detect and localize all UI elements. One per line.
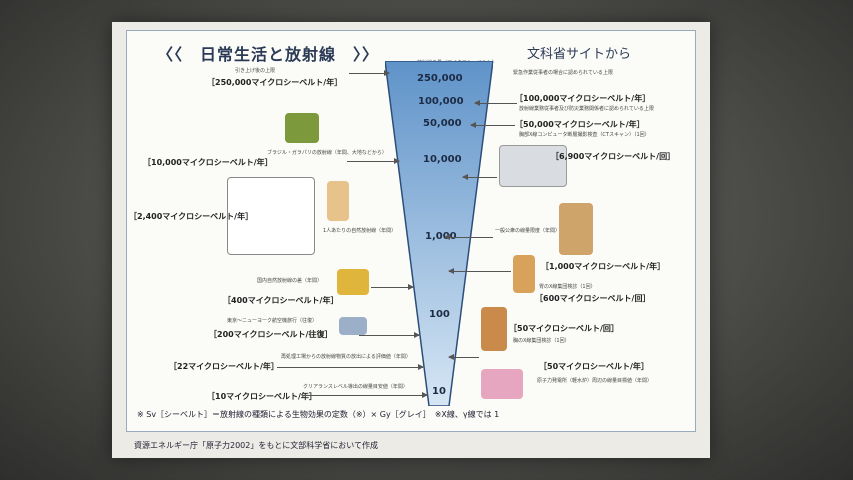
dose-arrow [347,158,400,164]
person-illustration [327,181,349,221]
forest-illustration [285,113,319,143]
dose-note: 一般公衆の線量限度（年間）（医療は除く） [495,228,593,234]
dose-label: ［6,900マイクロシーベルト/回］ [551,152,676,161]
dose-note: 引き上げ後の上限 [235,68,276,74]
dose-label: ［100,000マイクロシーベルト/年］ [515,94,651,103]
dose-arrow [359,332,420,338]
source-note: 資源エネルギー庁「原子力2002」をもとに文部科学省において作成 [134,441,378,450]
dose-note: 東京～ニューヨーク航空機旅行（往復） [227,318,318,324]
dose-note: クリアランスレベル導出の線量目安値（年間） [303,384,408,390]
dose-arrow [448,268,511,274]
dose-label: ［10マイクロシーベルト/年］ [207,392,317,401]
scale-tick: 10,000 [423,154,462,165]
dose-label: ［50マイクロシーベルト/年］ [539,362,649,371]
dose-note: ブラジル・ガラパリの放射線（年間、大地などから） [267,150,387,156]
dose-label: ［50マイクロシーベルト/回］ [509,324,619,333]
dose-note: 胃のX線集団検診（1回） [539,284,596,290]
dose-note: 1人あたりの自然放射線（年間） [323,228,397,234]
family-illustration [559,203,593,255]
dose-label: ［2,400マイクロシーベルト/年］ [129,212,254,221]
dose-arrow [349,70,390,76]
dose-arrow [470,122,515,128]
dose-note: 原子力発電所（軽水炉）周辺の線量目標値（年間） [537,378,653,384]
dose-note: 再処理工場からの放射線物質の放出による評価値（年間） [281,354,411,360]
scale-tick: 10 [432,386,446,397]
dose-label: ［22マイクロシーベルト/年］ [169,362,279,371]
dose-arrow [462,174,497,180]
dose-note: 胸部X線コンピュータ断層撮影検査（CTスキャン）（1回） [519,132,650,138]
dose-note: 胸のX線集団検診（1回） [513,338,570,344]
slide-subtitle: 文科省サイトから [527,47,632,62]
dose-scale-funnel [385,61,493,406]
dose-label: ［600マイクロシーベルト/回］ [535,294,651,303]
dose-arrow [444,234,493,240]
car-illustration [337,269,369,295]
dose-arrow [474,100,517,106]
natural-sources-panel [227,177,315,255]
scale-tick: 1,000 [425,231,457,242]
sievert-definition: ※ Sv［シーベルト］＝放射線の種類による生物効果の定数（※）× Gy［グレイ］… [137,410,500,419]
dose-label: ［1,000マイクロシーベルト/年］ [541,262,666,271]
dose-label: ［400マイクロシーベルト/年］ [223,296,339,305]
dose-note: 国内自然放射線の差（年間） [257,278,323,284]
dose-label: ［10,000マイクロシーベルト/年］ [143,158,273,167]
dose-label: ［50,000マイクロシーベルト/年］ [515,120,645,129]
slide: 〈〈 日常生活と放射線 〉〉 文科省サイトから 放射線の量（マイクロシーベルト）… [126,30,696,432]
dose-arrow [303,392,428,398]
scale-tick: 100 [429,309,450,320]
dose-arrow [371,284,414,290]
scale-tick: 50,000 [423,118,462,129]
ct-scanner-illustration [499,145,567,187]
slide-title: 〈〈 日常生活と放射線 〉〉 [157,45,380,64]
dose-arrow [448,354,479,360]
power-plant-illustration [481,369,523,399]
dose-label: ［250,000マイクロシーベルト/年］ [207,78,343,87]
dose-note: 緊急作業従事者の場合に認められている上限 [513,70,613,76]
worker-illustration [481,307,507,351]
dose-arrow [277,364,424,370]
child-illustration [513,255,535,293]
airplane-illustration [339,317,367,335]
scale-tick: 250,000 [417,73,463,84]
dose-label: ［200マイクロシーベルト/往復］ [209,330,333,339]
projector-screen: 〈〈 日常生活と放射線 〉〉 文科省サイトから 放射線の量（マイクロシーベルト）… [112,22,710,458]
dose-note: 放射線業務従事者及び防災業務関係者に認められている上限 [519,106,654,112]
scale-tick: 100,000 [418,96,464,107]
